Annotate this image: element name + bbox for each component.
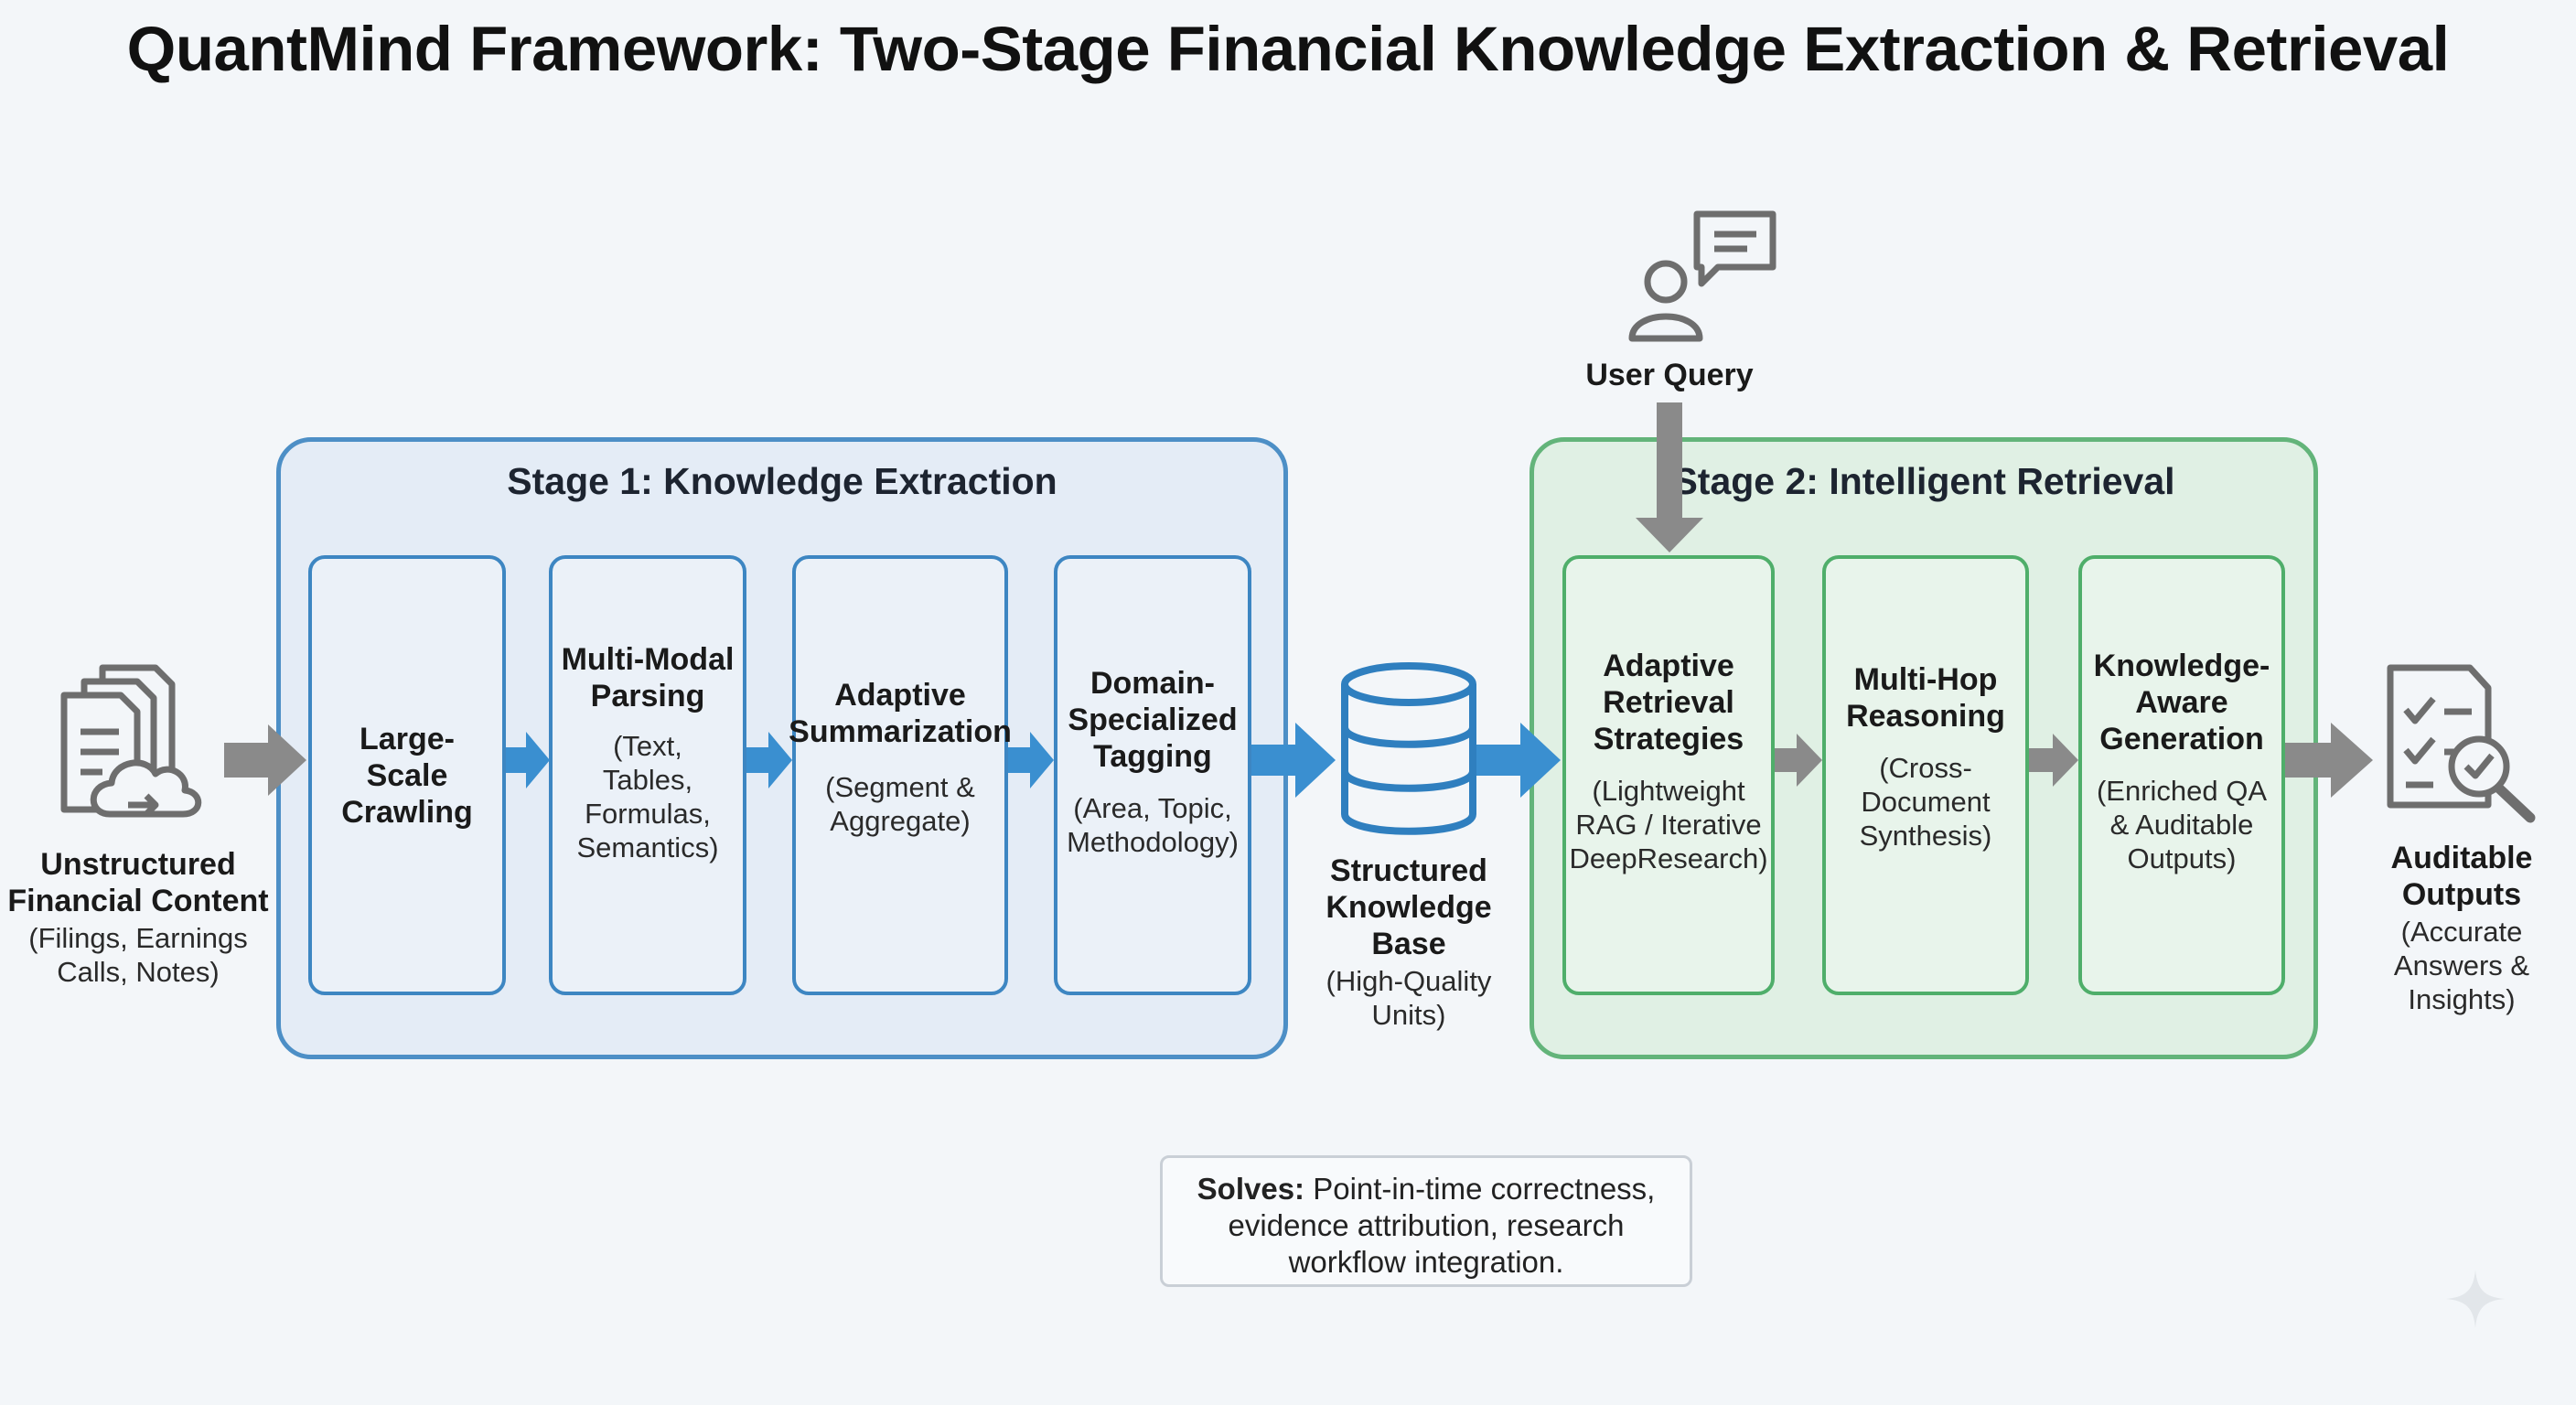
step-multi-modal-parsing: Multi-Modal Parsing (Text, Tables, Formu… bbox=[549, 555, 746, 995]
step-title-line: Retrieval bbox=[1603, 685, 1734, 720]
step-sub-line: Methodology) bbox=[1067, 825, 1239, 858]
step-title-line: Knowledge- bbox=[2093, 649, 2270, 683]
step-title-line: Reasoning bbox=[1846, 699, 2005, 734]
step-sub-line: (Enriched QA bbox=[2096, 775, 2268, 807]
solves-line: evidence attribution, research bbox=[1228, 1208, 1625, 1242]
arrow-kb-to-stage2 bbox=[1475, 723, 1561, 798]
input-heading-line: Financial Content bbox=[7, 884, 269, 918]
output-sub-line: Insights) bbox=[2408, 983, 2516, 1015]
arrow-stage1-to-kb bbox=[1251, 723, 1336, 798]
arrow-input-to-stage1 bbox=[224, 724, 306, 796]
step-adaptive-summarization: Adaptive Summarization (Segment & Aggreg… bbox=[789, 555, 1012, 995]
solves-label: Solves: bbox=[1197, 1172, 1305, 1206]
arrow-parse-to-summarize bbox=[746, 732, 792, 788]
arrow-reasoning-to-generation bbox=[2029, 734, 2078, 787]
solves-line: workflow integration. bbox=[1288, 1245, 1564, 1279]
solves-line: Point-in-time correctness, bbox=[1313, 1172, 1656, 1206]
stage1-title: Stage 1: Knowledge Extraction bbox=[507, 460, 1057, 502]
step-sub-line: Aggregate) bbox=[830, 804, 971, 837]
output-title-line: Outputs bbox=[2401, 877, 2522, 912]
step-sub-line: (Segment & bbox=[825, 770, 975, 803]
output-title-line: Auditable bbox=[2390, 841, 2533, 875]
arrow-crawl-to-parse bbox=[506, 732, 550, 788]
step-sub-line: Formulas, bbox=[585, 797, 711, 830]
step-title-line: Strategies bbox=[1593, 722, 1744, 756]
checklist-search-icon bbox=[2387, 664, 2536, 823]
kb-sub-line: (High-Quality bbox=[1326, 965, 1492, 997]
step-sub-line: Tables, bbox=[602, 763, 693, 796]
kb-title-line: Base bbox=[1371, 927, 1446, 961]
step-multi-hop-reasoning: Multi-Hop Reasoning (Cross- Document Syn… bbox=[1822, 555, 2029, 995]
output-sub-line: Answers & bbox=[2393, 949, 2530, 981]
input-sub-line: Calls, Notes) bbox=[57, 956, 220, 988]
step-large-scale-crawling: Large-Scale Crawling bbox=[308, 555, 506, 995]
diagram-title: QuantMind Framework: Two-Stage Financial… bbox=[126, 14, 2450, 84]
step-title-line: Aware bbox=[2135, 685, 2228, 720]
sparkle-icon bbox=[2446, 1270, 2505, 1328]
step-title-line: Multi-Hop bbox=[1853, 662, 1998, 697]
user-query-label: User Query bbox=[1555, 357, 1784, 393]
input-sub-line: (Filings, Earnings bbox=[28, 922, 248, 954]
step-sub-line: Semantics) bbox=[576, 831, 719, 863]
step-sub-line: (Cross- bbox=[1879, 752, 1972, 784]
step-adaptive-retrieval-strategies: Adaptive Retrieval Strategies (Lightweig… bbox=[1562, 555, 1775, 995]
kb-sub-line: Units) bbox=[1371, 999, 1446, 1031]
output-sub-line: (Accurate bbox=[2400, 916, 2523, 948]
step-domain-specialized-tagging: Domain- Specialized Tagging (Area, Topic… bbox=[1054, 555, 1251, 995]
step-sub-line: Document bbox=[1861, 786, 1991, 818]
arrow-query-down bbox=[1636, 402, 1703, 552]
step-title-line: Generation bbox=[2099, 722, 2264, 756]
step-sub-line: (Area, Topic, bbox=[1073, 791, 1232, 824]
step-title-line: Adaptive bbox=[834, 677, 966, 713]
kb-title-line: Structured bbox=[1330, 853, 1487, 888]
step-title-line: Specialized bbox=[1068, 702, 1238, 737]
step-title-line: Domain- bbox=[1089, 665, 1215, 701]
step-sub-line: (Lightweight bbox=[1592, 775, 1745, 807]
step-sub-line: Synthesis) bbox=[1859, 820, 1992, 852]
step-title-line: Summarization bbox=[789, 713, 1012, 749]
step-knowledge-aware-generation: Knowledge- Aware Generation (Enriched QA… bbox=[2078, 555, 2285, 995]
step-title-line: Crawling bbox=[341, 794, 473, 830]
step-title-line: Tagging bbox=[1093, 738, 1212, 774]
arrow-retrieval-to-reasoning bbox=[1775, 734, 1822, 787]
step-sub-line: (Text, bbox=[613, 729, 682, 762]
user-chat-icon bbox=[1628, 210, 1776, 342]
step-sub-line: DeepResearch) bbox=[1569, 842, 1768, 874]
step-sub-line: Outputs) bbox=[2127, 842, 2237, 874]
documents-cloud-icon bbox=[60, 664, 202, 818]
knowledge-base-label: Structured Knowledge Base (High-Quality … bbox=[1292, 853, 1526, 1032]
database-icon bbox=[1341, 662, 1476, 835]
input-label: Unstructured Financial Content (Filings,… bbox=[0, 846, 276, 989]
kb-title-line: Knowledge bbox=[1326, 890, 1492, 925]
input-heading-line: Unstructured bbox=[40, 847, 236, 882]
step-title-line: Parsing bbox=[590, 678, 705, 713]
solves-note: Solves: Point-in-time correctness, evide… bbox=[1160, 1155, 1692, 1287]
output-label: Auditable Outputs (Accurate Answers & In… bbox=[2347, 840, 2576, 1016]
step-title-line: Multi-Modal bbox=[561, 641, 735, 677]
stage2-title: Stage 2: Intelligent Retrieval bbox=[1672, 460, 2175, 502]
arrow-stage2-to-output bbox=[2285, 723, 2373, 798]
step-sub-line: & Auditable bbox=[2109, 809, 2254, 841]
step-title-line: Adaptive bbox=[1603, 649, 1734, 683]
step-title-line: Large-Scale bbox=[360, 721, 455, 793]
step-sub-line: RAG / Iterative bbox=[1575, 809, 1762, 841]
user-query-text: User Query bbox=[1585, 358, 1754, 392]
arrow-summarize-to-tag bbox=[1008, 732, 1054, 788]
